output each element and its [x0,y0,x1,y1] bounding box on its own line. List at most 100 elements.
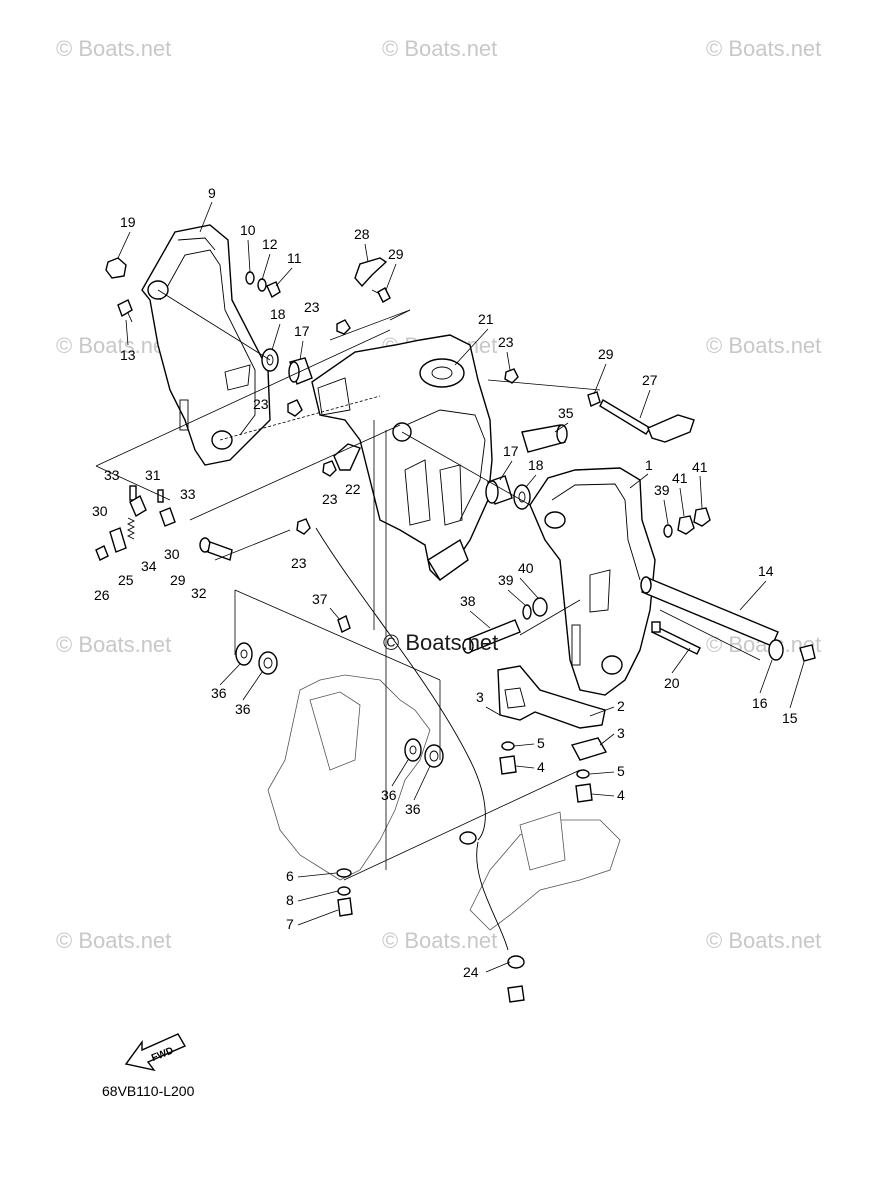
callout-23-a: 23 [304,299,320,315]
callout-36-c: 36 [381,787,397,803]
transom-ghost [469,811,621,931]
callout-16: 16 [752,695,768,711]
bolt-7[interactable] [337,897,353,917]
washer-5-b[interactable] [576,769,590,779]
fitting-37[interactable] [337,615,351,633]
washer-5-a[interactable] [501,741,515,751]
bolt-38[interactable] [462,619,521,654]
nut-23-c[interactable] [287,399,303,417]
spring-34[interactable] [126,517,136,540]
callout-28: 28 [354,226,370,242]
callout-21: 21 [478,311,494,327]
diagram-code: 68VB110-L200 [102,1083,195,1099]
watermark: © Boats.net [706,928,822,953]
callout-18-right: 18 [528,457,544,473]
lever-30-a[interactable] [129,494,147,518]
callout-36-d: 36 [405,801,421,817]
nut-23-d[interactable] [322,460,337,477]
swivel-bracket[interactable] [311,334,493,582]
bolt-4-b[interactable] [575,783,593,803]
nut-41-b[interactable] [693,507,711,527]
callout-10: 10 [240,222,256,238]
mount-36-c[interactable] [404,738,422,762]
callout-22: 22 [345,481,361,497]
lever-30-b[interactable] [159,507,176,527]
bolt-15[interactable] [799,644,816,662]
watermark: © Boats.net [706,36,822,61]
nut-23-b[interactable] [504,368,519,384]
callout-36-b: 36 [235,701,251,717]
clamp-bracket-right[interactable] [529,467,656,696]
mount-36-d[interactable] [424,744,444,768]
callout-14: 14 [758,563,774,579]
callout-33-b: 33 [180,486,196,502]
washer-12[interactable] [257,278,267,292]
bolt-20[interactable] [651,621,701,655]
callout-29-right: 29 [598,346,614,362]
anode-bracket-2[interactable] [497,665,606,729]
callout-leaders [117,201,805,973]
callout-3-b: 3 [617,725,625,741]
callout-23-e: 23 [291,555,307,571]
watermark: © Boats.net [56,36,172,61]
callout-20: 20 [664,675,680,691]
tilt-lever-27[interactable] [599,399,695,443]
callout-6: 6 [286,868,294,884]
washer-8[interactable] [337,886,351,896]
callout-25: 25 [118,572,134,588]
bolt-4-a[interactable] [499,755,517,775]
washer-39-upper[interactable] [663,524,673,538]
bushing-17-right[interactable] [485,475,513,505]
plate-3[interactable] [570,737,608,761]
bolt-26[interactable] [95,545,109,561]
nut-23-a[interactable] [336,319,351,335]
watermark-center: © Boats.net [383,630,499,655]
callout-17-left: 17 [294,323,310,339]
callout-5-a: 5 [537,735,545,751]
pin-33-upper[interactable] [129,485,137,501]
mount-36-a[interactable] [235,642,253,666]
callout-39-b: 39 [498,572,514,588]
washer-10[interactable] [245,271,255,285]
stopper-28[interactable] [354,257,388,288]
nut-19[interactable] [105,257,127,279]
callout-41-b: 41 [692,459,708,475]
nut-41-a[interactable] [677,515,695,535]
bushing-16[interactable] [768,639,784,661]
clamp-bracket-left[interactable] [141,224,271,466]
callout-41-a: 41 [672,470,688,486]
callout-19: 19 [120,214,136,230]
callout-4-a: 4 [537,759,545,775]
bolt-29-top[interactable] [371,287,391,303]
pin-35[interactable] [521,424,568,453]
pin-32[interactable] [207,541,233,561]
bolt-29-right[interactable] [587,391,601,407]
callout-labels: 9 19 10 12 11 28 29 13 18 17 23 21 23 29… [92,185,798,980]
callout-30-a: 30 [92,503,108,519]
nut-23-e[interactable] [296,518,311,535]
watermark: © Boats.net [382,928,498,953]
callout-30-b: 30 [164,546,180,562]
washer-6[interactable] [336,868,352,878]
callout-2: 2 [617,698,625,714]
callout-5-b: 5 [617,763,625,779]
watermark: © Boats.net [706,333,822,358]
callout-29-top: 29 [388,246,404,262]
callout-27: 27 [642,372,658,388]
plate-22[interactable] [333,443,361,471]
callout-23-b: 23 [498,334,514,350]
callout-12: 12 [262,236,278,252]
callout-8: 8 [286,892,294,908]
bolt-13[interactable] [117,299,133,323]
watermark: © Boats.net [382,36,498,61]
plate-25[interactable] [109,527,127,553]
callout-23-c: 23 [253,396,269,412]
ground-wire [315,527,525,1003]
watermark: © Boats.net [56,333,172,358]
washer-40[interactable] [532,597,548,617]
mount-36-b[interactable] [258,651,278,675]
washer-39-lower[interactable] [522,604,532,620]
callout-40: 40 [518,560,534,576]
callout-1: 1 [645,457,653,473]
